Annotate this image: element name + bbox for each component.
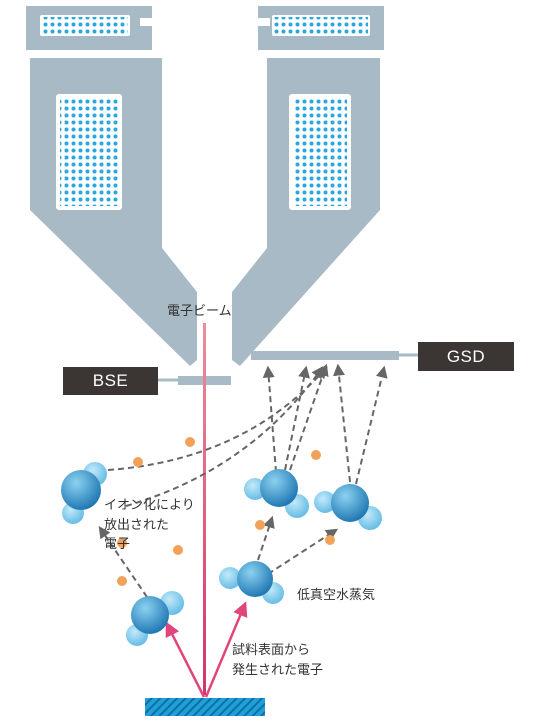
water-molecule-icon — [244, 469, 309, 518]
ionized-electron-label: イオン化により 放出された 電子 — [104, 498, 195, 552]
water-molecule-icon — [61, 462, 107, 524]
water-molecule-icon — [126, 591, 184, 646]
gsd-detector-plate — [251, 351, 399, 360]
objective-lens — [30, 58, 380, 366]
gsd-label-box: GSD — [418, 342, 514, 371]
bse-label: BSE — [92, 371, 129, 390]
electron-dot-icon — [117, 538, 127, 548]
electron-dot-icon — [173, 545, 183, 555]
sample-stage-icon — [145, 698, 265, 716]
gsd-label: GSD — [446, 346, 486, 366]
condenser-lens — [26, 6, 384, 50]
electron-beam — [203, 323, 206, 695]
electron-dot-icon — [311, 450, 321, 460]
beam-label: 電子ビーム — [167, 304, 232, 319]
water-molecule-icon — [219, 561, 284, 604]
vapor-label: 低真空水蒸気 — [297, 588, 376, 603]
bse-label-box: BSE — [63, 367, 158, 395]
emitted-electron-arrows — [165, 601, 248, 698]
electron-dot-icon — [133, 457, 143, 467]
water-molecule-icon — [314, 484, 382, 530]
electron-dot-icon — [255, 520, 265, 530]
ionization-arrows — [98, 363, 388, 598]
electron-dot-icon — [117, 576, 127, 586]
electron-dot-icon — [185, 437, 195, 447]
electron-dot-icon — [325, 535, 335, 545]
emitted-electron-label: 試料表面から 発生された電子 — [232, 643, 324, 678]
electron-dot-icon-group — [117, 437, 335, 586]
